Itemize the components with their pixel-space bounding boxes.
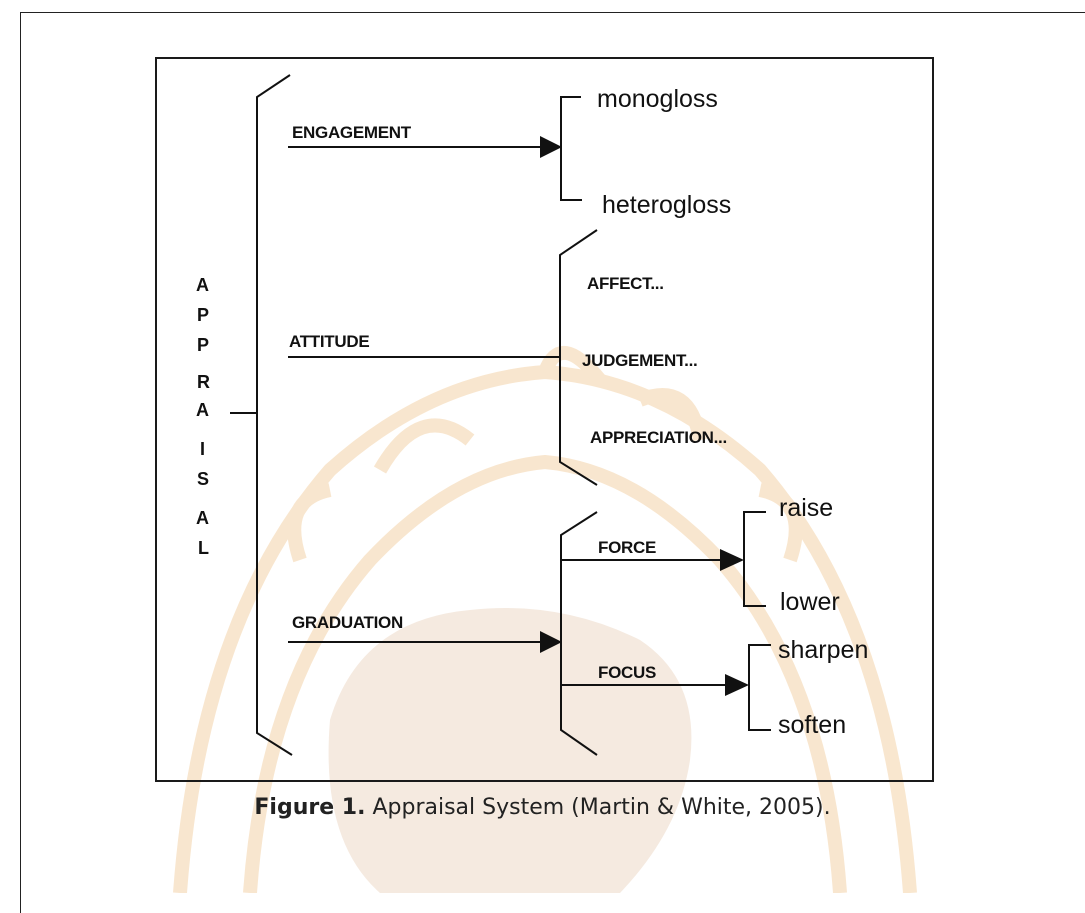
force-label: FORCE (598, 538, 656, 557)
caption-text: Appraisal System (Martin & White, 2005). (372, 795, 831, 820)
caption-label: Figure 1. (254, 795, 366, 820)
appraisal-system-diagram: A P P R A I S A L ENGAGEMENT ATTITUDE GR… (196, 74, 868, 756)
graduation-label: GRADUATION (292, 613, 403, 632)
option-heterogloss: heterogloss (602, 191, 731, 219)
option-raise: raise (779, 494, 833, 522)
engagement-label: ENGAGEMENT (292, 123, 412, 142)
engagement-bracket (560, 96, 582, 201)
appraisal-letter: A (196, 275, 209, 295)
focus-label: FOCUS (598, 663, 656, 682)
appraisal-letter: A (196, 400, 209, 420)
appraisal-letter: R (197, 372, 210, 392)
focus-bracket (748, 644, 771, 731)
option-affect: AFFECT... (587, 274, 664, 293)
graduation-arrow-icon (540, 631, 562, 653)
appraisal-letter: S (197, 469, 209, 489)
option-lower: lower (780, 588, 840, 616)
option-soften: soften (778, 711, 846, 739)
appraisal-letter: A (196, 508, 209, 528)
option-judgement: JUDGEMENT... (582, 351, 697, 370)
appraisal-bracket (256, 74, 293, 756)
option-sharpen: sharpen (778, 636, 868, 664)
appraisal-letter: I (200, 439, 205, 459)
appraisal-letter: P (197, 305, 209, 325)
attitude-label: ATTITUDE (289, 332, 369, 351)
attitude-bracket (559, 229, 598, 486)
option-monogloss: monogloss (597, 85, 718, 113)
appraisal-letter: P (197, 335, 209, 355)
watermark-emblem (173, 346, 917, 893)
focus-arrow-icon (725, 674, 749, 696)
force-bracket (743, 511, 766, 607)
appraisal-letter: L (198, 538, 209, 558)
figure-caption: Figure 1. Appraisal System (Martin & Whi… (0, 795, 1085, 820)
graduation-bracket (560, 511, 598, 756)
force-arrow-icon (720, 549, 744, 571)
diagram-frame (155, 57, 934, 782)
option-appreciation: APPRECIATION... (590, 428, 727, 447)
engagement-arrow-icon (540, 136, 562, 158)
